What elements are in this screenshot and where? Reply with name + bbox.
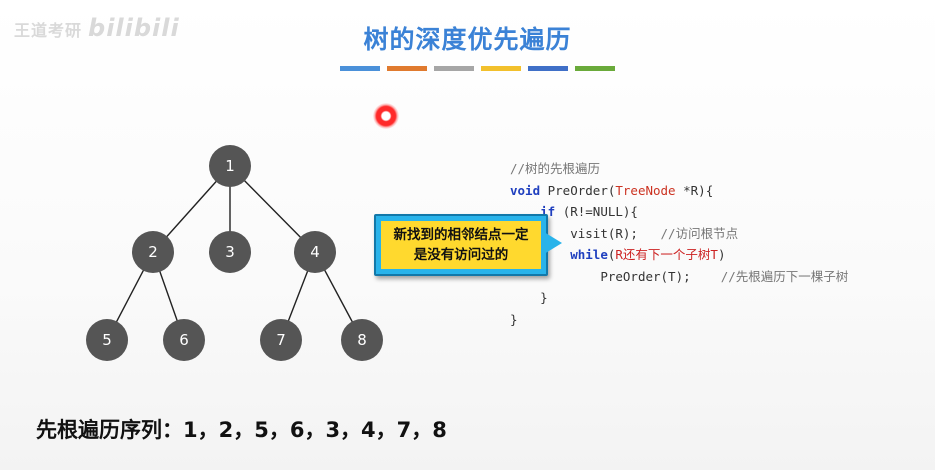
code-type: TreeNode — [615, 182, 676, 198]
code-text: (R!=NULL){ — [555, 204, 638, 219]
watermark-text: 王道考研 — [14, 21, 83, 40]
result-sequence: 1，2，5，6，3，4，7，8 — [183, 418, 447, 442]
page-title: 树的深度优先遍历 — [363, 25, 572, 54]
code-line-8: } — [510, 309, 848, 331]
title-divider — [340, 66, 615, 71]
code-keyword: while — [570, 247, 608, 262]
tree-node-label: 6 — [179, 331, 189, 349]
code-text: visit(R); — [570, 225, 638, 241]
tree-node-circle — [294, 231, 336, 273]
tree-node-label: 3 — [225, 243, 235, 261]
code-text: ) — [717, 247, 726, 262]
watermark: 王道考研 bilibili — [14, 14, 180, 42]
tree-diagram: 1 2 3 4 5 6 7 8 — [86, 145, 383, 361]
tree-node-label: 8 — [357, 331, 367, 349]
result-label: 先根遍历序列： — [36, 418, 183, 442]
code-text: } — [540, 290, 548, 305]
code-text: PreOrder(T); — [600, 268, 691, 284]
code-line-2: void PreOrder(TreeNode *R){ — [510, 180, 848, 202]
tree-node-circle — [132, 231, 174, 273]
code-comment: //先根遍历下一棵子树 — [720, 268, 849, 284]
laser-pointer-icon — [373, 103, 399, 129]
callout-line-1: 新找到的相邻结点一定 — [393, 227, 529, 243]
divider-bar-2 — [387, 66, 427, 71]
callout-arrow-icon — [544, 232, 562, 254]
code-line-7: } — [510, 287, 848, 309]
divider-bar-1 — [340, 66, 380, 71]
code-condition: R还有下一个子树T — [615, 247, 718, 262]
code-comment: //树的先根遍历 — [510, 161, 601, 176]
tree-node-label: 4 — [310, 243, 320, 261]
tree-node-6: 6 — [163, 319, 205, 361]
code-text: } — [510, 311, 518, 327]
bilibili-logo: bilibili — [88, 14, 180, 42]
divider-bar-4 — [481, 66, 521, 71]
tree-node-circle — [86, 319, 128, 361]
traversal-result: 先根遍历序列：1，2，5，6，3，4，7，8 — [36, 414, 447, 444]
code-block: //树的先根遍历 void PreOrder(TreeNode *R){ if … — [510, 158, 848, 330]
code-keyword: void — [510, 182, 541, 198]
tree-node-label: 1 — [225, 157, 235, 175]
tree-node-label: 5 — [102, 331, 112, 349]
code-comment: //访问根节点 — [660, 225, 739, 241]
tree-node-4: 4 — [294, 231, 336, 273]
tree-node-3: 3 — [209, 231, 251, 273]
tree-node-circle — [260, 319, 302, 361]
code-line-5: while(R还有下一个子树T) — [510, 244, 848, 266]
divider-bar-6 — [575, 66, 615, 71]
code-text: *R){ — [675, 182, 714, 198]
tree-node-circle — [209, 145, 251, 187]
tree-node-label: 2 — [148, 243, 158, 261]
tree-node-1: 1 — [209, 145, 251, 187]
tree-node-circle — [341, 319, 383, 361]
code-line-1: //树的先根遍历 — [510, 158, 848, 180]
code-line-4: visit(R); //访问根节点 — [510, 223, 848, 245]
tree-node-circle — [163, 319, 205, 361]
code-text: ( — [607, 247, 616, 262]
code-text: PreOrder( — [540, 182, 616, 198]
divider-bar-3 — [434, 66, 474, 71]
tree-node-label: 7 — [276, 331, 286, 349]
callout-line-2: 是没有访问过的 — [413, 247, 509, 263]
code-line-6: PreOrder(T); //先根遍历下一棵子树 — [510, 266, 848, 288]
tree-node-5: 5 — [86, 319, 128, 361]
tree-node-circle — [209, 231, 251, 273]
callout-box: 新找到的相邻结点一定 是没有访问过的 — [374, 214, 548, 276]
code-line-3: if (R!=NULL){ — [510, 201, 848, 223]
tree-node-7: 7 — [260, 319, 302, 361]
tree-node-2: 2 — [132, 231, 174, 273]
divider-bar-5 — [528, 66, 568, 71]
tree-node-8: 8 — [341, 319, 383, 361]
